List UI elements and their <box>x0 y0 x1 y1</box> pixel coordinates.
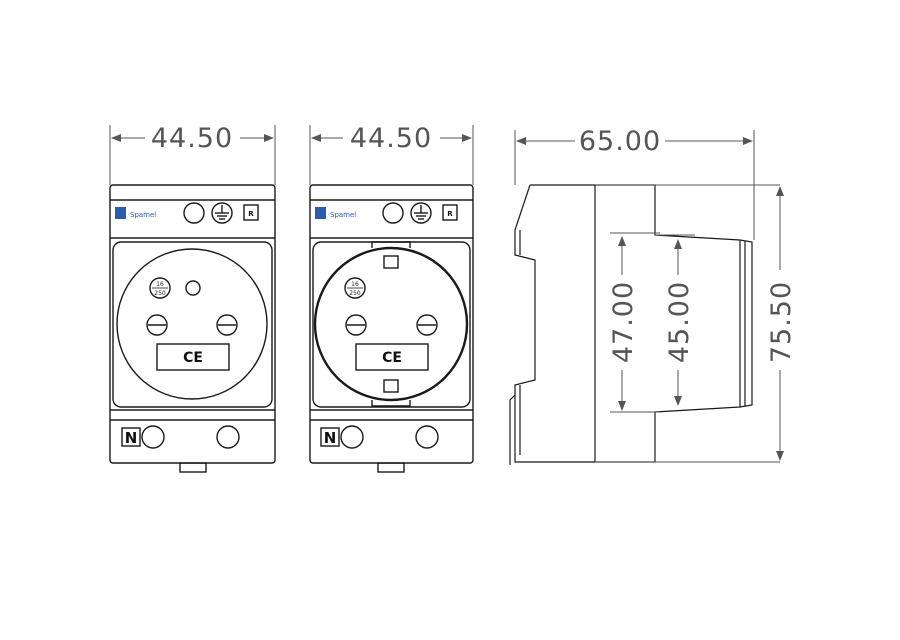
terminal-screw-icon <box>340 425 364 449</box>
side-view: 65.00 47.00 45.00 75.50 <box>509 126 797 465</box>
socket-face <box>116 248 268 400</box>
socket-module-center: 44.50 Spamel R 16 250 <box>309 123 474 473</box>
dimension-label-front-left: 44.50 <box>151 123 233 154</box>
dimension-height-47: 47.00 <box>608 236 639 411</box>
dimension-label-height-47: 47.00 <box>608 281 639 363</box>
brand-name-center: Spamel <box>330 211 356 219</box>
brand-logo-icon <box>115 207 126 219</box>
dimension-height-45: 45.00 <box>664 239 695 406</box>
indicator-lamp-icon <box>382 202 404 224</box>
dimension-depth: 65.00 <box>514 126 755 240</box>
terminal-screw-icon <box>415 425 439 449</box>
terminal-screw-icon <box>141 425 165 449</box>
socket-module-left: 44.50 Spamel R 16 250 <box>109 123 276 473</box>
dimension-label-height-45: 45.00 <box>664 281 695 363</box>
dimension-label-front-right: 44.50 <box>350 123 432 154</box>
rating-voltage-center: 250 <box>349 290 361 297</box>
terminal-screw-icon <box>216 425 240 449</box>
brand-name: Spamel <box>130 211 156 219</box>
dimension-label-depth: 65.00 <box>579 126 661 157</box>
dimension-width-center: 44.50 <box>309 123 474 185</box>
dimension-label-height-total: 75.50 <box>766 281 797 363</box>
socket-face-schuko <box>313 246 469 402</box>
ce-mark-center: CE <box>382 350 402 366</box>
brand-logo-icon <box>315 207 326 219</box>
terminal-n-label-left: N <box>125 429 138 447</box>
earth-symbol-icon <box>410 202 432 224</box>
indicator-lamp-icon <box>183 202 205 224</box>
rating-current: 16 <box>156 281 164 288</box>
ce-mark-left: CE <box>183 350 203 366</box>
rating-current-center: 16 <box>351 281 359 288</box>
earth-symbol-icon <box>211 202 233 224</box>
dimension-width-left: 44.50 <box>109 123 276 185</box>
terminal-n-label-center: N <box>324 429 337 447</box>
earth-pin-icon <box>185 280 201 296</box>
registered-mark-label-center: R <box>447 210 453 218</box>
registered-mark-label: R <box>248 210 254 218</box>
rating-voltage: 250 <box>154 290 166 297</box>
dimension-height-total: 75.50 <box>766 186 797 461</box>
